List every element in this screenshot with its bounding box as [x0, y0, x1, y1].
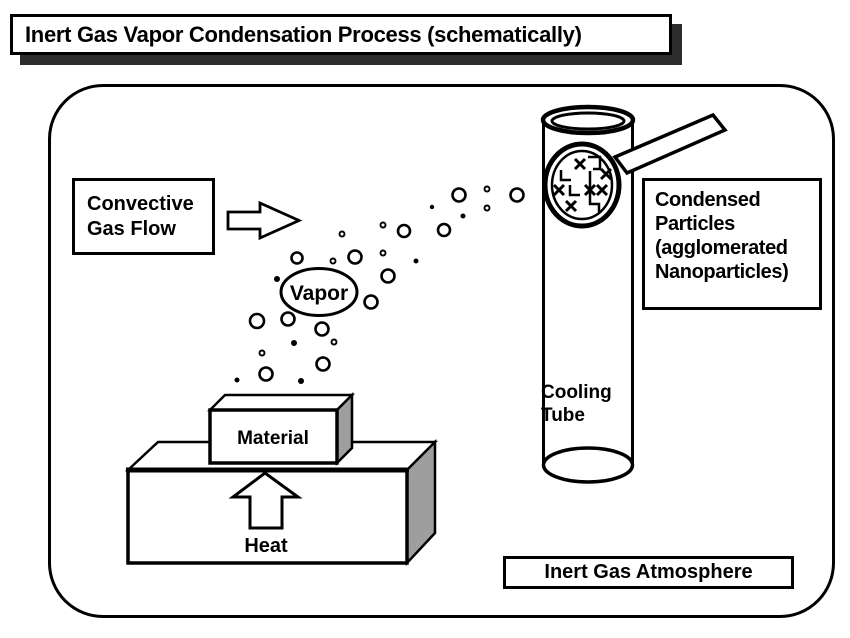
material-label: Material [237, 428, 309, 449]
magnifier-inner-ring [550, 149, 614, 221]
vapor-particle-icon [436, 222, 452, 238]
vapor-particle-icon [483, 204, 491, 212]
convective-gas-flow-label-box: Convective Gas Flow [72, 178, 215, 255]
cooling-tube-label-line1: Cooling [541, 382, 612, 403]
vapor-particle-icon [258, 349, 266, 357]
particle-chute [612, 112, 728, 176]
vapor-particle-icon [347, 249, 363, 265]
diagram-title-box: Inert Gas Vapor Condensation Process (sc… [10, 14, 672, 55]
vapor-particle-icon [330, 338, 338, 346]
heat-label: Heat [244, 535, 288, 557]
condensed-label-line2: Particles [655, 213, 735, 235]
inert-gas-atmosphere-label-box: Inert Gas Atmosphere [503, 556, 794, 589]
vapor-particle-icon [379, 221, 387, 229]
cooling-tube-label-line2: Tube [541, 405, 585, 426]
vapor-particle-icon [396, 223, 412, 239]
vapor-particle-icon [280, 311, 296, 327]
condensed-label-line4: Nanoparticles) [655, 261, 789, 283]
vapor-particle-icon [314, 321, 330, 337]
vapor-particle-icon [380, 268, 396, 284]
cooling-tube-label: Cooling Tube [541, 381, 612, 427]
vapor-particle-icon [338, 230, 346, 238]
heat-pedestal: Heat [124, 438, 439, 567]
tube-mouth-ellipse [550, 111, 626, 131]
vapor-particle-icon [451, 187, 467, 203]
vapor-particle-icon [315, 356, 331, 372]
vapor-particle-icon [258, 366, 274, 382]
vapor-particle-icon [483, 185, 491, 193]
convective-label-line1: Convective [87, 193, 194, 215]
vapor-particle-icon [379, 249, 387, 257]
vapor-particle-icon [291, 340, 297, 346]
agglomerated-nanoparticles-glyph [552, 155, 613, 213]
vapor-particle-icon [429, 204, 435, 210]
nanoparticle-magnifier [542, 141, 622, 229]
vapor-particle-icon [460, 213, 466, 219]
vapor-particle-icon [413, 258, 419, 264]
right-arrow-icon [226, 200, 303, 241]
material-top-face [206, 393, 356, 412]
up-arrow-icon [228, 471, 303, 530]
material-front-face [208, 408, 339, 465]
vapor-label: Vapor [290, 282, 348, 305]
vapor-particle-icon [290, 251, 304, 265]
material-block: Material [206, 391, 356, 467]
vapor-ellipse [279, 267, 359, 317]
condensed-label-line1: Condensed [655, 189, 761, 211]
vapor-particles-group [234, 185, 525, 409]
vapor-particle-icon [298, 378, 304, 384]
tube-bottom-ellipse [541, 446, 635, 484]
condensed-particles-label-box: Condensed Particles (agglomerated Nanopa… [642, 178, 822, 310]
vapor-particle-icon [274, 276, 280, 282]
vapor-particle-icon [248, 312, 266, 330]
vapor-particle-icon [363, 294, 379, 310]
vapor-particle-icon [234, 377, 240, 383]
vapor-particle-icon [509, 187, 525, 203]
x-cross-icon [552, 157, 613, 213]
convective-label-line2: Gas Flow [87, 218, 176, 240]
vapor-particle-icon [329, 257, 337, 265]
diagram-title: Inert Gas Vapor Condensation Process (sc… [25, 21, 582, 47]
inert-gas-atmosphere-label: Inert Gas Atmosphere [544, 561, 753, 583]
condensed-label-line3: (agglomerated [655, 237, 788, 259]
